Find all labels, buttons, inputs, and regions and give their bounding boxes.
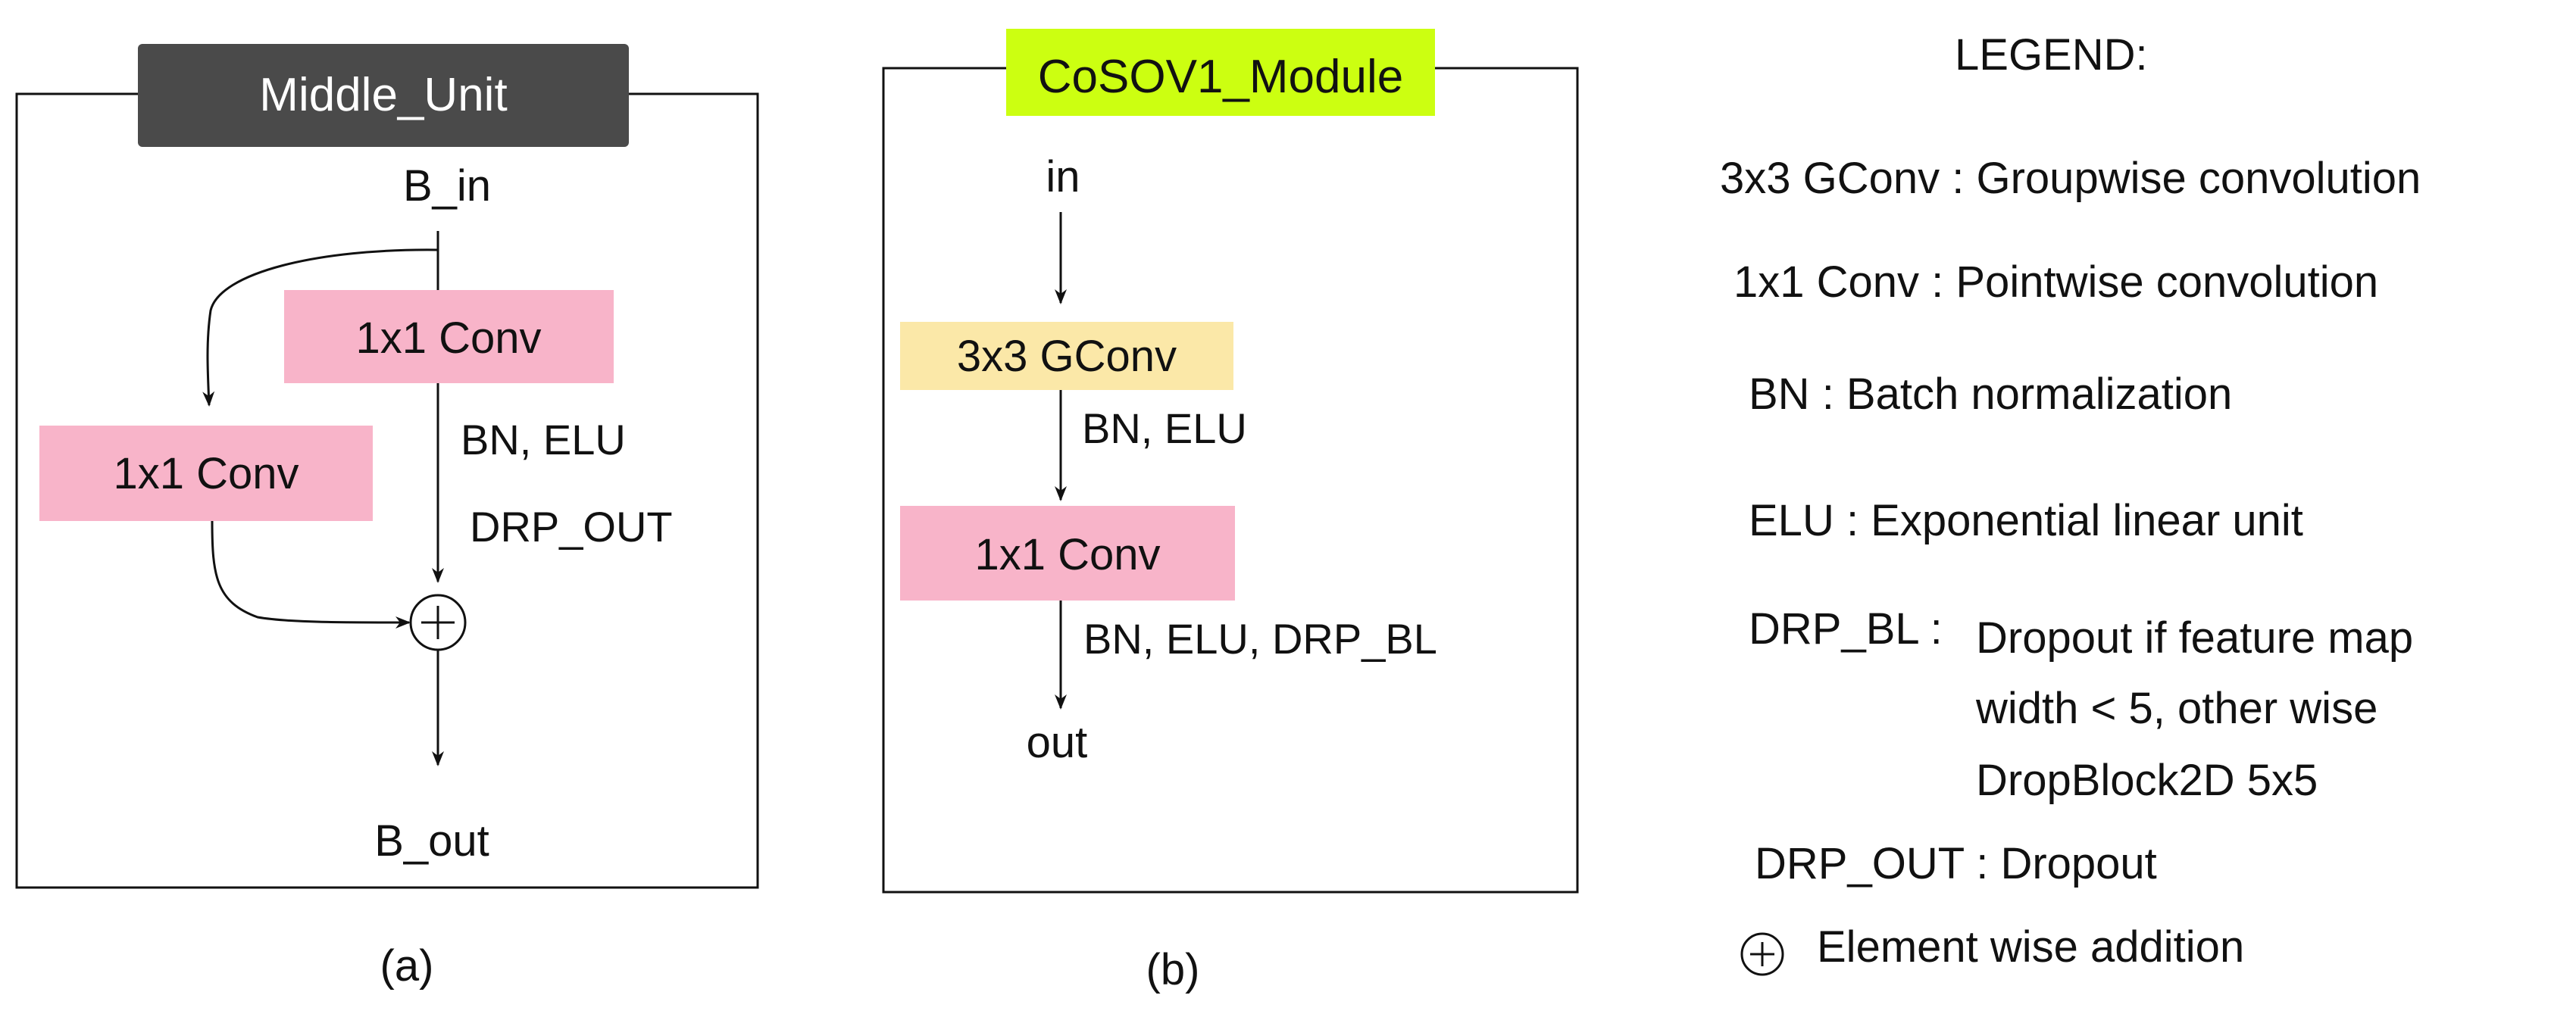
panel-a-title: Middle_Unit — [259, 69, 507, 121]
legend-entry-drp-bl-desc-3: DropBlock2D 5x5 — [1976, 756, 2318, 805]
legend-entry-drp-out: DRP_OUT : Dropout — [1755, 839, 2157, 888]
legend-title: LEGEND: — [1955, 30, 2148, 80]
legend-entry-drp-bl-desc-1: Dropout if feature map — [1976, 613, 2413, 663]
panel-a-skip-arrow — [202, 248, 439, 407]
panel-a-bn-elu-label: BN, ELU — [461, 416, 626, 463]
panel-a: Middle_Unit B_in 1x1 Conv BN, ELU DRP_OU… — [15, 44, 759, 991]
panel-a-title-box — [138, 44, 629, 147]
panel-b-gconv-box — [900, 322, 1233, 390]
panel-a-input-label: B_in — [403, 161, 491, 211]
legend-entry-bn: BN : Batch normalization — [1749, 370, 2232, 419]
panel-a-conv-skip-label: 1x1 Conv — [113, 449, 299, 498]
panel-b-conv-box — [900, 506, 1235, 601]
panel-b-gconv-label: 3x3 GConv — [957, 332, 1177, 381]
legend: LEGEND: 3x3 GConv : Groupwise convolutio… — [1720, 30, 2421, 976]
panel-a-add-node — [409, 594, 467, 651]
legend-entry-drp-bl-desc-2: width < 5, other wise — [1975, 684, 2377, 733]
legend-entry-add: Element wise addition — [1817, 922, 2244, 972]
panel-b: CoSOV1_Module in 3x3 GConv BN, ELU 1x1 C… — [882, 29, 1579, 994]
panel-b-title: CoSOV1_Module — [1038, 51, 1404, 103]
panel-b-title-box — [1006, 29, 1435, 116]
legend-entry-conv: 1x1 Conv : Pointwise convolution — [1733, 257, 2378, 307]
panel-b-output-label: out — [1027, 718, 1088, 767]
legend-entry-elu: ELU : Exponential linear unit — [1749, 496, 2303, 545]
panel-b-input-label: in — [1046, 152, 1080, 201]
panel-b-caption: (b) — [1146, 945, 1200, 994]
panel-a-skip-to-add-arrow — [211, 520, 411, 629]
panel-b-bn-elu-drp-label: BN, ELU, DRP_BL — [1083, 615, 1437, 663]
panel-a-output-label: B_out — [374, 816, 489, 866]
legend-entry-gconv: 3x3 GConv : Groupwise convolution — [1720, 154, 2421, 203]
panel-b-frame — [882, 67, 1579, 894]
panel-a-conv-skip-box — [39, 426, 373, 521]
legend-add-icon — [1740, 932, 1784, 976]
panel-a-conv-main-label: 1x1 Conv — [355, 314, 541, 363]
panel-a-caption: (a) — [380, 941, 434, 991]
panel-b-conv-label: 1x1 Conv — [974, 530, 1160, 579]
panel-a-conv-main-box — [284, 290, 614, 383]
panel-a-drp-out-label: DRP_OUT — [470, 503, 673, 551]
legend-entry-drp-bl-term: DRP_BL : — [1749, 604, 1943, 654]
panel-b-bn-elu-label: BN, ELU — [1082, 404, 1247, 452]
